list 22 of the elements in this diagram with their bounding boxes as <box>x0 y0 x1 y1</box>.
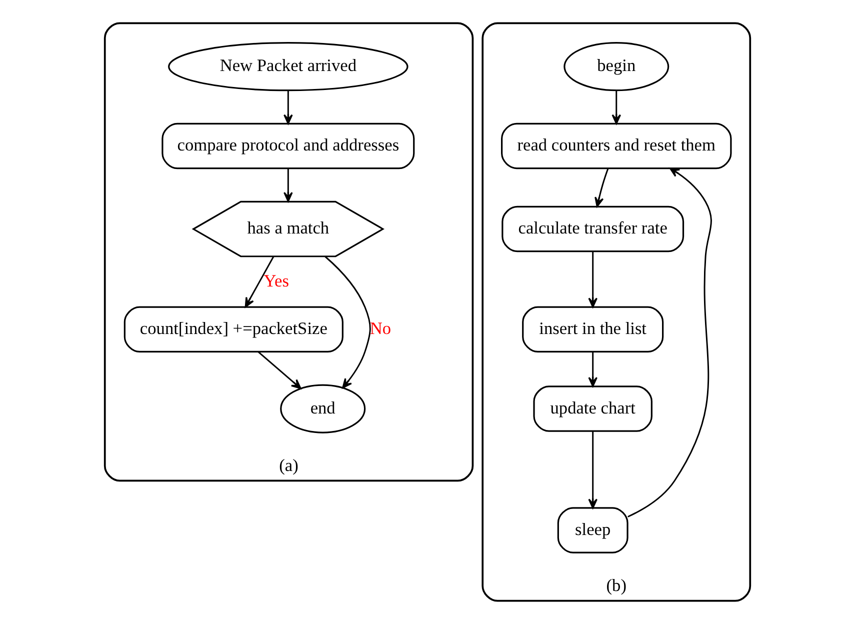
arrow <box>611 90 621 124</box>
arrow <box>283 90 292 124</box>
node-box: calculate transfer rate <box>501 206 684 252</box>
arrow <box>594 168 608 208</box>
arrow <box>627 168 712 518</box>
node-box: insert in the list <box>522 306 664 352</box>
node-box: compare protocol and addresses <box>161 122 414 170</box>
node-ellipse: New Packet arrived <box>168 42 408 92</box>
node-box: update chart <box>532 386 652 432</box>
arrow <box>588 252 597 308</box>
arrow <box>244 256 274 308</box>
arrow <box>588 352 597 387</box>
arrow <box>258 352 301 390</box>
edge-label: Yes <box>263 271 289 290</box>
node-ellipse: end <box>280 384 366 434</box>
arrow <box>283 168 292 202</box>
arrow <box>324 256 370 388</box>
node-ellipse: begin <box>563 42 669 92</box>
arrow <box>588 431 597 509</box>
node-box: read counters and reset them <box>500 122 732 170</box>
node-box: sleep <box>556 507 628 554</box>
node-box: count[index] +=packetSize <box>123 306 343 352</box>
